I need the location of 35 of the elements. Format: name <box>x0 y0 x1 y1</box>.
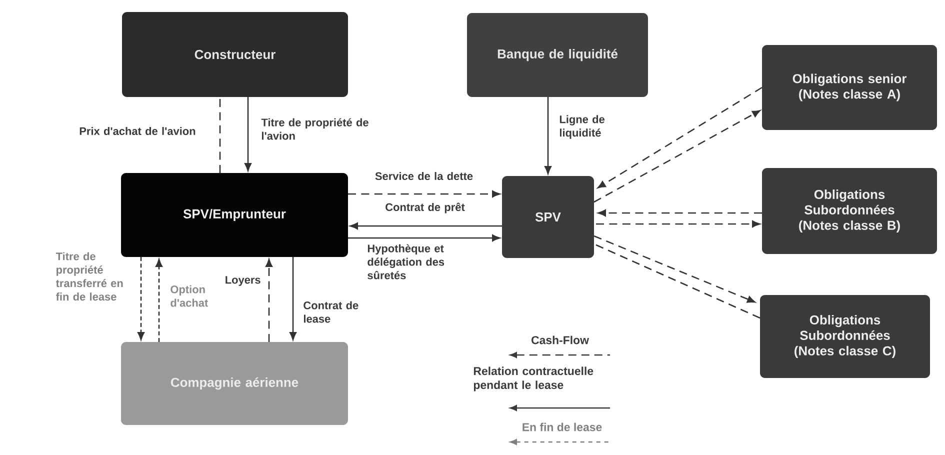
arrow <box>244 97 252 172</box>
arrow <box>544 97 552 174</box>
entity-box: Compagnie aérienne <box>121 342 348 425</box>
arrow <box>350 222 502 230</box>
legend-text: Relation contractuelle pendant le lease <box>474 366 594 392</box>
edge-label: Contrat de lease <box>304 301 358 323</box>
entity-box: Obligations Subordonnées (Notes classe C) <box>760 295 930 378</box>
legend-text: En fin de lease <box>522 422 602 432</box>
arrow <box>598 210 762 216</box>
arrow <box>290 257 296 340</box>
edge-label: Contrat de prêt <box>386 202 465 214</box>
edge-label: Option d'achat <box>170 285 208 307</box>
arrow <box>348 190 500 198</box>
arrow <box>266 258 272 342</box>
edge-label: Titre de propriété transferré en fin de lease <box>56 252 123 301</box>
arrow <box>138 257 144 340</box>
arrow <box>598 86 762 188</box>
entity-box: Obligations senior (Notes classe A) <box>762 45 937 130</box>
entity-box: Obligations Subordonnées (Notes classe B) <box>762 168 937 254</box>
entity-box: Banque de liquidité <box>467 13 648 97</box>
arrow <box>596 220 760 228</box>
entity-box: Constructeur <box>122 12 348 97</box>
entity-box: SPV <box>502 176 594 258</box>
entity-box: SPV/Emprunteur <box>121 173 348 257</box>
arrow <box>594 110 760 203</box>
arrow <box>156 258 162 342</box>
edge-label: Ligne de liquidité <box>560 115 604 139</box>
arrow <box>594 235 756 303</box>
edge-label: Prix d'achat de l'avion <box>80 126 196 136</box>
edge-label: Hypothèque et délégation des sûretés <box>368 244 444 280</box>
edge-label: Loyers <box>226 276 260 286</box>
arrow <box>348 234 500 242</box>
legend-text: Cash-Flow <box>532 336 589 344</box>
edge-label: Titre de propriété de l'avion <box>261 118 368 140</box>
edge-label: Service de la dette <box>375 172 473 180</box>
